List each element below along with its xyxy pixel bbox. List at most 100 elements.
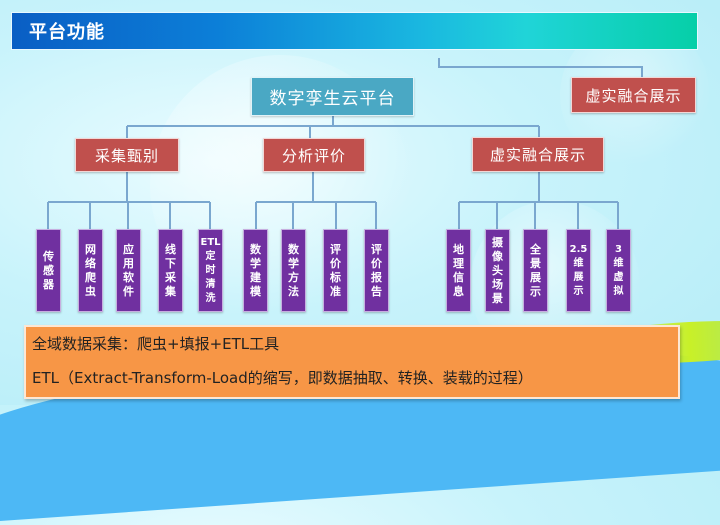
slide-title: 平台功能 (29, 22, 105, 43)
category-label: 分析评价 (281, 146, 346, 165)
leaf-label-line: 感 (43, 263, 54, 277)
leaf-node: 传感器 (36, 229, 61, 312)
leaf-label-line: 场 (492, 277, 503, 291)
leaf-node: 2.5 维展示 (566, 229, 591, 312)
leaf-label-line: 信 (453, 270, 464, 284)
leaf-label: 评价报告 (371, 243, 383, 299)
info-line-collection: 全域数据采集：爬虫+填报+ETL工具 (32, 335, 280, 353)
leaf-label-line: 清 (205, 278, 216, 290)
connector-lines (47, 58, 643, 229)
leaf-label-line: 软 (123, 270, 134, 284)
leaf-label: 应用软件 (123, 243, 135, 299)
leaf-label-line: 学 (288, 256, 299, 270)
leaf-label-line: 3 (615, 243, 622, 255)
title-bar: 平台功能 (11, 12, 698, 50)
leaf-label-line: 地 (453, 242, 464, 256)
leaf-label-line: 传 (43, 249, 54, 263)
leaf-node: 应用软件 (116, 229, 141, 312)
root-node-label: 数字孪生云平台 (269, 89, 396, 109)
leaf-label-line: 标 (330, 270, 341, 284)
leaf-label-line: 评 (371, 242, 382, 256)
leaf-label-line: 爬 (85, 270, 96, 284)
side-node: 虚实融合展示 (571, 77, 696, 113)
leaf-label: 网络爬虫 (85, 243, 97, 299)
leaf-label-line: 报 (371, 270, 382, 284)
leaf-label: 全景展示 (530, 243, 542, 299)
leaf-label: 摄像头场景 (492, 236, 504, 306)
leaf-label-line: 摄 (492, 235, 503, 249)
connector-side (438, 58, 643, 77)
leaf-label-line: 法 (288, 284, 299, 298)
leaf-node: 全景展示 (523, 229, 548, 312)
leaf-label-line: 定 (205, 250, 216, 262)
leaf-label-line: 虫 (85, 284, 96, 298)
leaf-label-line: 价 (330, 256, 341, 270)
category-node-display: 虚实融合展示 (472, 137, 604, 172)
leaf-label-line: 集 (165, 284, 176, 298)
leaf-label-line: 像 (492, 249, 503, 263)
category-label: 采集甄别 (94, 146, 159, 165)
side-node-label: 虚实融合展示 (585, 86, 682, 105)
leaf-label-line: 维 (573, 257, 584, 269)
leaf-label-line: 采 (165, 270, 176, 284)
leaf-node: 数学方法 (281, 229, 306, 312)
leaf-label: 地理信息 (453, 243, 465, 299)
leaf-label-line: 全 (530, 242, 541, 256)
leaf-label: 2.5 维展示 (568, 243, 590, 299)
leaf-label: 评价标准 (330, 243, 342, 299)
leaf-label-line: 用 (123, 256, 134, 270)
root-node: 数字孪生云平台 (251, 77, 414, 116)
leaf-label-line: 景 (530, 256, 541, 270)
leaf-node: 评价报告 (364, 229, 389, 312)
leaf-node: 3 维虚拟 (606, 229, 631, 312)
leaf-label-line: 方 (288, 270, 299, 284)
leaf-label: 数学建模 (250, 243, 262, 299)
leaf-label-line: 虚 (613, 271, 624, 283)
leaf-label: 3 维虚拟 (608, 243, 630, 299)
info-line-etl: ETL（Extract-Transform-Load的缩写，即数据抽取、转换、装… (32, 369, 533, 387)
leaf-label-line: 下 (165, 256, 176, 270)
leaf-label-line: 网 (85, 242, 96, 256)
leaf-label-line: 展 (530, 270, 541, 284)
leaf-label-line: 示 (530, 284, 541, 298)
leaf-node: 摄像头场景 (485, 229, 510, 312)
leaf-label: 线下采集 (165, 243, 177, 299)
leaf-node: 线下采集 (158, 229, 183, 312)
leaf-label: 传感器 (43, 250, 55, 292)
leaf-label-line: 应 (123, 242, 134, 256)
leaf-label-line: 模 (250, 284, 261, 298)
category-node-analysis: 分析评价 (263, 138, 365, 172)
leaf-label-line: ETL (200, 236, 221, 248)
leaf-label-line: 展 (573, 271, 584, 283)
leaf-label-line: 准 (330, 284, 341, 298)
leaf-label-line: 景 (492, 291, 503, 305)
leaf-label-line: 示 (573, 285, 584, 297)
leaf-label-line: 线 (165, 242, 176, 256)
leaf-label-line: 理 (453, 256, 464, 270)
leaf-label-line: 2.5 (569, 243, 588, 255)
leaf-label-line: 络 (85, 256, 96, 270)
leaf-node: 网络爬虫 (78, 229, 103, 312)
leaf-label-line: 建 (250, 270, 261, 284)
leaf-node: 评价标准 (323, 229, 348, 312)
leaf-node: 数学建模 (243, 229, 268, 312)
leaf-label-line: 维 (613, 257, 624, 269)
leaf-label-line: 价 (371, 256, 382, 270)
category-node-collection: 采集甄别 (75, 138, 179, 172)
leaf-label: 数学方法 (288, 243, 300, 299)
category-label: 虚实融合展示 (489, 146, 586, 164)
leaf-label-line: 告 (371, 284, 382, 298)
leaf-node: 地理信息 (446, 229, 471, 312)
leaf-label-line: 息 (453, 284, 464, 298)
leaf-label-line: 拟 (613, 285, 624, 297)
leaf-label-line: 洗 (205, 292, 216, 304)
leaf-label-line: 评 (330, 242, 341, 256)
leaf-label-line: 头 (492, 263, 503, 277)
leaf-label-line: 件 (123, 284, 134, 298)
leaf-label-line: 学 (250, 256, 261, 270)
leaf-label-line: 数 (250, 242, 261, 256)
leaf-label-line: 数 (288, 242, 299, 256)
info-box: 全域数据采集：爬虫+填报+ETL工具 ETL（Extract-Transform… (24, 325, 680, 399)
